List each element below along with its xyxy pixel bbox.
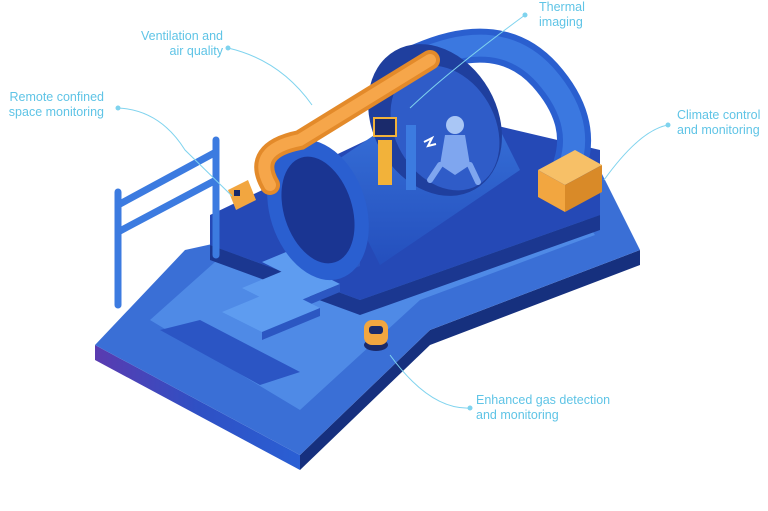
leader-remote [117,107,233,197]
gas-detector [364,320,388,351]
climate-control-unit [538,150,602,212]
callout-gas-line2: and monitoring [476,408,559,422]
callout-remote: Remote confined space monitoring [0,90,104,120]
railing [114,136,220,309]
leader-lines [117,14,669,409]
callout-ventilation-line1: Ventilation and [140,29,223,43]
monitoring-panel [228,180,256,210]
callout-ventilation: Ventilation and air quality [120,29,223,59]
callout-thermal: Thermal imaging [539,0,585,30]
thermal-camera [373,117,397,185]
callout-thermal-line1: Thermal [539,0,585,14]
leader-gas [389,354,471,409]
callout-thermal-line2: imaging [539,15,583,29]
leader-dots [115,12,671,411]
worker [427,116,481,185]
callout-climate: Climate control and monitoring [677,108,760,138]
ventilation-duct [254,50,440,195]
callout-climate-line1: Climate control [677,108,761,122]
callout-remote-line1: Remote confined [9,90,104,104]
leader-climate [603,124,669,181]
callout-remote-line2: space monitoring [8,105,104,119]
callout-gas-line1: Enhanced gas detection [476,393,611,407]
welding-spark-icon [423,135,437,148]
callout-gas: Enhanced gas detection and monitoring [476,393,610,423]
callout-climate-line2: and monitoring [677,123,760,137]
callout-ventilation-line2: air quality [169,44,224,58]
back-duct [403,28,592,182]
leader-ventilation [227,47,313,106]
leader-thermal [409,14,526,109]
inner-pipe [406,125,416,190]
